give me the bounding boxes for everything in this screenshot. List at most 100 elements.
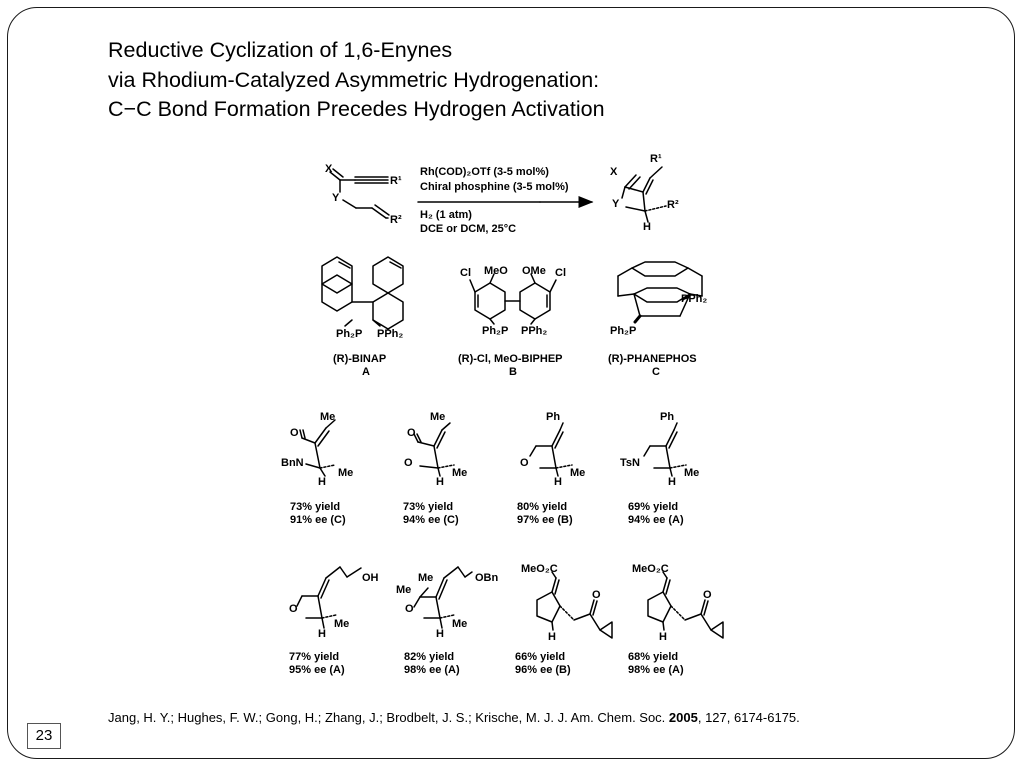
title-line-2: via Rhodium-Catalyzed Asymmetric Hydroge… xyxy=(108,67,600,92)
p3-yield: 80% yield xyxy=(517,501,567,513)
p2-label-o-carbonyl: O xyxy=(407,427,416,439)
citation: Jang, H. Y.; Hughes, F. W.; Gong, H.; Zh… xyxy=(108,710,800,725)
substrate-label-r1: R¹ xyxy=(390,175,402,187)
phanephos-letter: C xyxy=(652,366,660,378)
p8-label-h: H xyxy=(659,631,667,643)
condition-ligand: Chiral phosphine (3-5 mol%) xyxy=(420,181,569,193)
p6-ee: 98% ee (A) xyxy=(404,664,460,676)
citation-year: 2005 xyxy=(668,710,698,725)
condition-catalyst: Rh(COD)₂OTf (3-5 mol%) xyxy=(420,166,549,178)
title-line-1: Reductive Cyclization of 1,6-Enynes xyxy=(108,38,453,62)
p1-label-h: H xyxy=(318,476,326,488)
biphep-label-ph2p: Ph₂P xyxy=(482,325,508,337)
p2-label-o-ring: O xyxy=(404,457,413,469)
p5-label-h: H xyxy=(318,628,326,640)
p7-yield: 66% yield xyxy=(515,651,565,663)
biphep-letter: B xyxy=(509,366,517,378)
p8-yield: 68% yield xyxy=(628,651,678,663)
slide-title: Reductive Cyclization of 1,6-Enynes via … xyxy=(108,36,808,125)
product-label-r1: R¹ xyxy=(650,153,662,165)
biphep-label-pph2: PPh₂ xyxy=(521,325,547,337)
biphep-label-cl-left: Cl xyxy=(460,267,471,279)
substrate-label-x: X xyxy=(325,163,333,175)
phanephos-name: (R)-PHANEPHOS xyxy=(608,353,697,365)
p1-label-me-top: Me xyxy=(320,411,335,423)
product-structure xyxy=(621,166,667,223)
p7-label-meo2c: MeO₂C xyxy=(521,563,558,575)
product-8-structure xyxy=(647,571,724,639)
binap-letter: A xyxy=(362,366,370,378)
biphep-structure xyxy=(469,273,557,325)
product-7-structure xyxy=(536,571,613,639)
biphep-name: (R)-Cl, MeO-BIPHEP xyxy=(458,353,563,365)
slide-frame xyxy=(7,7,1015,759)
p8-ee: 98% ee (A) xyxy=(628,664,684,676)
phanephos-structure xyxy=(617,261,703,324)
product-label-x: X xyxy=(610,166,618,178)
product-6-structure xyxy=(413,566,473,629)
substrate-label-y: Y xyxy=(332,192,340,204)
p3-label-h: H xyxy=(554,476,562,488)
product-label-r2: R² xyxy=(667,199,679,211)
p2-label-h: H xyxy=(436,476,444,488)
product-5-structure xyxy=(296,566,362,629)
p4-yield: 69% yield xyxy=(628,501,678,513)
p3-label-me: Me xyxy=(570,467,585,479)
binap-name: (R)-BINAP xyxy=(333,353,386,365)
biphep-label-meo: MeO xyxy=(484,265,508,277)
p6-label-h: H xyxy=(436,628,444,640)
p3-label-ph: Ph xyxy=(546,411,560,423)
p5-label-o: O xyxy=(289,603,298,615)
p6-yield: 82% yield xyxy=(404,651,454,663)
binap-structure xyxy=(321,256,404,330)
binap-label-ph2p: Ph₂P xyxy=(336,328,362,340)
product-3-structure xyxy=(529,422,573,477)
p5-ee: 95% ee (A) xyxy=(289,664,345,676)
biphep-label-cl-right: Cl xyxy=(555,267,566,279)
product-label-y: Y xyxy=(612,198,620,210)
product-label-h: H xyxy=(643,221,651,233)
citation-rest: , 127, 6174-6175. xyxy=(697,710,800,725)
p4-label-ph: Ph xyxy=(660,411,674,423)
p7-label-h: H xyxy=(548,631,556,643)
p1-ee: 91% ee (C) xyxy=(290,514,346,526)
p4-label-h: H xyxy=(668,476,676,488)
p3-ee: 97% ee (B) xyxy=(517,514,573,526)
condition-hydrogen: H₂ (1 atm) xyxy=(420,209,472,221)
p4-label-me: Me xyxy=(684,467,699,479)
p5-yield: 77% yield xyxy=(289,651,339,663)
biphep-label-ome: OMe xyxy=(522,265,546,277)
phanephos-label-ph2p: Ph₂P xyxy=(610,325,636,337)
product-1-structure xyxy=(299,419,336,477)
p4-label-tsn: TsN xyxy=(620,457,640,469)
p5-label-oh: OH xyxy=(362,572,379,584)
product-4-structure xyxy=(643,422,687,477)
binap-label-pph2: PPh₂ xyxy=(377,328,403,340)
p2-label-me-top: Me xyxy=(430,411,445,423)
page-number: 23 xyxy=(27,723,61,749)
p1-label-me: Me xyxy=(338,467,353,479)
p1-label-o: O xyxy=(290,427,299,439)
p2-label-me: Me xyxy=(452,467,467,479)
p6-label-me: Me xyxy=(452,618,467,630)
p3-label-o: O xyxy=(520,457,529,469)
p4-ee: 94% ee (A) xyxy=(628,514,684,526)
p7-label-o: O xyxy=(592,589,601,601)
substrate-label-r2: R² xyxy=(390,214,402,226)
citation-authors: Jang, H. Y.; Hughes, F. W.; Gong, H.; Zh… xyxy=(108,710,669,725)
p2-ee: 94% ee (C) xyxy=(403,514,459,526)
product-2-structure xyxy=(413,422,455,477)
p5-label-me: Me xyxy=(334,618,349,630)
phanephos-label-pph2: PPh₂ xyxy=(681,293,707,305)
p1-yield: 73% yield xyxy=(290,501,340,513)
p8-label-o: O xyxy=(703,589,712,601)
p7-ee: 96% ee (B) xyxy=(515,664,571,676)
p2-yield: 73% yield xyxy=(403,501,453,513)
p6-label-me-top: Me xyxy=(418,572,433,584)
p6-label-obn: OBn xyxy=(475,572,499,584)
substrate-structure xyxy=(329,168,390,219)
p8-label-meo2c: MeO₂C xyxy=(632,563,669,575)
title-line-3: C−C Bond Formation Precedes Hydrogen Act… xyxy=(108,97,605,121)
p1-label-bnn: BnN xyxy=(281,457,304,469)
